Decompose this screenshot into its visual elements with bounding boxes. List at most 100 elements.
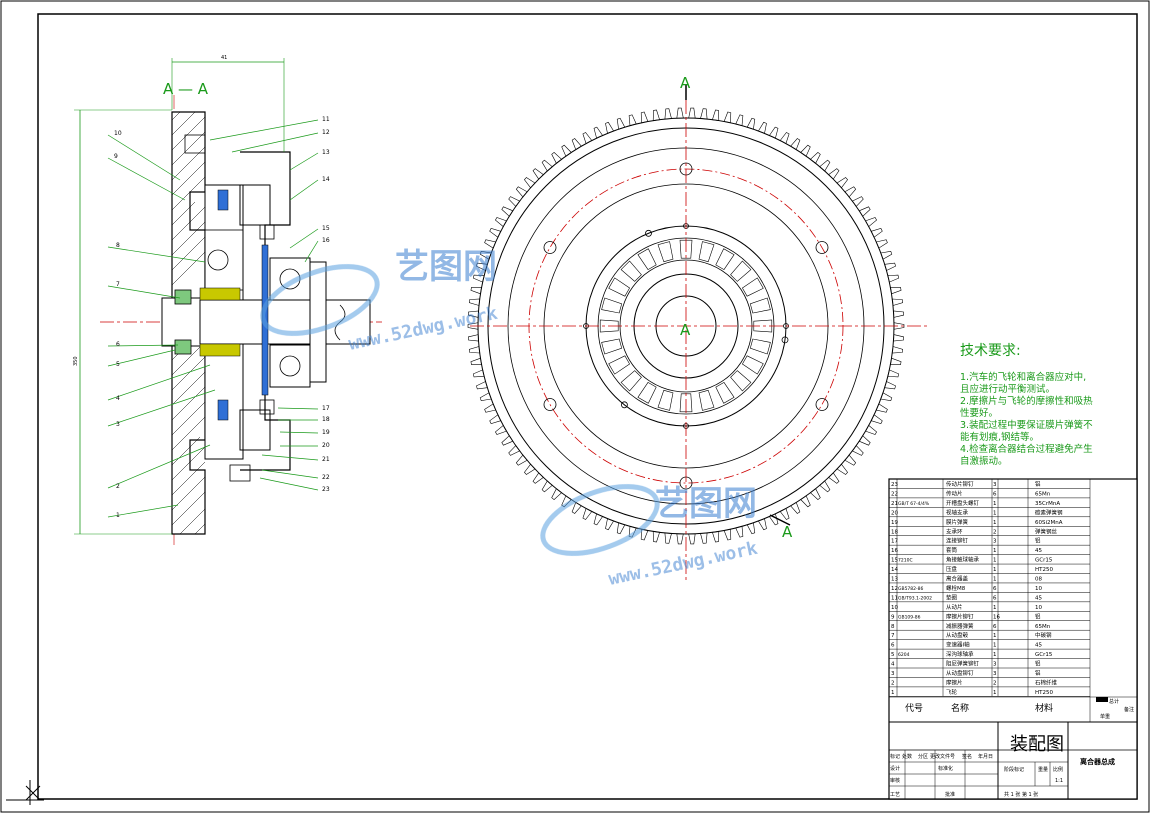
bom-material: 60Si2MnA — [1035, 520, 1063, 526]
bom-no: 4 — [891, 662, 895, 668]
hub-slot — [637, 248, 657, 270]
leader-label-2: 2 — [116, 483, 120, 490]
hub-slot — [730, 370, 752, 392]
bom-material: GCr15 — [1035, 652, 1053, 658]
bolt-hole — [815, 241, 829, 254]
bom-no: 20 — [891, 510, 898, 516]
section-mark-top: A — [680, 74, 691, 92]
title-block — [888, 478, 1138, 800]
bom-name: 支承环 — [946, 527, 963, 535]
bom-material: 铝 — [1035, 612, 1041, 620]
bom-name: 深沟球轴承 — [946, 650, 974, 658]
bom-no: 10 — [891, 605, 898, 611]
hub-slot — [599, 319, 619, 333]
hub-slot — [742, 277, 764, 297]
bom-no: 6 — [891, 643, 895, 649]
tech-req-line: 4.检查离合器结合过程避免产生 — [960, 443, 1093, 455]
hub-slot — [749, 338, 771, 355]
bom-name: 压盘 — [946, 565, 958, 573]
hub-slot — [608, 277, 630, 297]
bom-name: 从动片 — [946, 603, 963, 611]
bom-no: 12 — [891, 586, 898, 592]
watermark-logo — [260, 264, 660, 556]
section-mark-bottom: A — [782, 523, 793, 541]
role-standardization: 标准化 — [938, 765, 953, 772]
hub-slot — [637, 382, 657, 404]
bom-name: 从动盘毂 — [946, 631, 969, 639]
watermark-brand-2: 艺图网 — [655, 484, 757, 524]
bom-qty: 2 — [993, 680, 997, 686]
bom-material: 65Mn — [1035, 624, 1051, 630]
bom-qty: 16 — [993, 614, 1000, 620]
bom-material: 铝 — [1035, 669, 1041, 677]
bom-no: 5 — [891, 652, 895, 658]
hub-slot — [657, 389, 674, 411]
bom-qty: 3 — [993, 482, 997, 488]
bom-material: 10 — [1035, 605, 1042, 611]
bom-header-unit-weight: 单重 — [1100, 713, 1110, 720]
role-approve: 批准 — [945, 791, 955, 798]
bom-header-name: 名称 — [951, 702, 969, 714]
bom-qty: 1 — [993, 510, 997, 516]
bom-qty: 2 — [993, 529, 997, 535]
bom-material: 铝 — [1035, 480, 1041, 488]
bom-material: 铝 — [1035, 660, 1041, 668]
leader-label-14: 14 — [322, 176, 330, 183]
rev-header-count: 处数 — [902, 753, 912, 760]
leader-label-10: 10 — [114, 130, 122, 137]
bom-qty: 6 — [993, 595, 997, 601]
bom-material: 中碳钢 — [1035, 631, 1052, 639]
leader-label-9: 9 — [114, 153, 118, 160]
drawing-name: 装配图 — [1010, 734, 1064, 755]
leader-label-18: 18 — [322, 416, 330, 423]
bom-material: 碳素弹簧钢 — [1035, 508, 1063, 516]
leader-label-4: 4 — [116, 395, 120, 402]
role-design: 设计 — [890, 765, 900, 772]
bom-name: 飞轮 — [946, 688, 958, 696]
bom-qty: 3 — [993, 671, 997, 677]
bom-no: 18 — [891, 529, 898, 535]
bom-name: 减振器弹簧 — [946, 622, 974, 630]
scale-value: 1:1 — [1055, 778, 1063, 784]
scale-label: 比例 — [1053, 766, 1063, 773]
bom-no: 8 — [891, 624, 895, 630]
bom-header-code: 代号 — [905, 703, 923, 714]
bom-material: HT250 — [1035, 567, 1053, 573]
bolt-hole — [645, 229, 652, 237]
bom-no: 15 — [891, 558, 898, 564]
bom-name: 传动片 — [946, 489, 963, 497]
section-mark-center: A — [680, 321, 691, 339]
leader-label-7: 7 — [116, 281, 120, 288]
bom-material: 35CrMnA — [1035, 501, 1060, 507]
rev-header-sign: 签名 — [962, 753, 972, 760]
leader-label-21: 21 — [322, 456, 330, 463]
dimension-width: 41 — [221, 55, 227, 61]
leader-label-12: 12 — [322, 129, 330, 136]
bom-name: 膜片弹簧 — [946, 518, 969, 526]
bom-name: 从动盘铆钉 — [946, 669, 974, 677]
hub-slot — [679, 393, 693, 413]
bom-name: 套筒 — [946, 546, 958, 554]
bom-qty: 6 — [993, 586, 997, 592]
bom-name: 螺栓M8 — [946, 584, 966, 592]
bom-name: 垫圈 — [946, 593, 958, 601]
bom-qty: 1 — [993, 558, 997, 564]
hub-slot — [620, 370, 642, 392]
bom-code: GB/T 67-4/4% — [898, 501, 930, 507]
sheet-count: 共 1 张 第 1 张 — [1004, 791, 1038, 798]
bolt-hole — [815, 398, 829, 411]
bom-material: 10 — [1035, 586, 1042, 592]
bom-name: 视轴支承 — [946, 508, 969, 516]
tech-req-line: 2.摩擦片与飞轮的摩擦性和吸热 — [960, 395, 1093, 407]
rev-header-date: 年月日 — [978, 753, 993, 760]
leader-label-5: 5 — [116, 361, 120, 368]
bom-qty: 1 — [993, 690, 997, 696]
leader-label-15: 15 — [322, 225, 330, 232]
leader-label-17: 17 — [322, 405, 330, 412]
bom-name: 离合器盖 — [946, 575, 969, 583]
role-review: 审核 — [890, 777, 900, 784]
weight-label: 重量 — [1038, 766, 1048, 773]
dimension-height: 350 — [73, 356, 79, 366]
